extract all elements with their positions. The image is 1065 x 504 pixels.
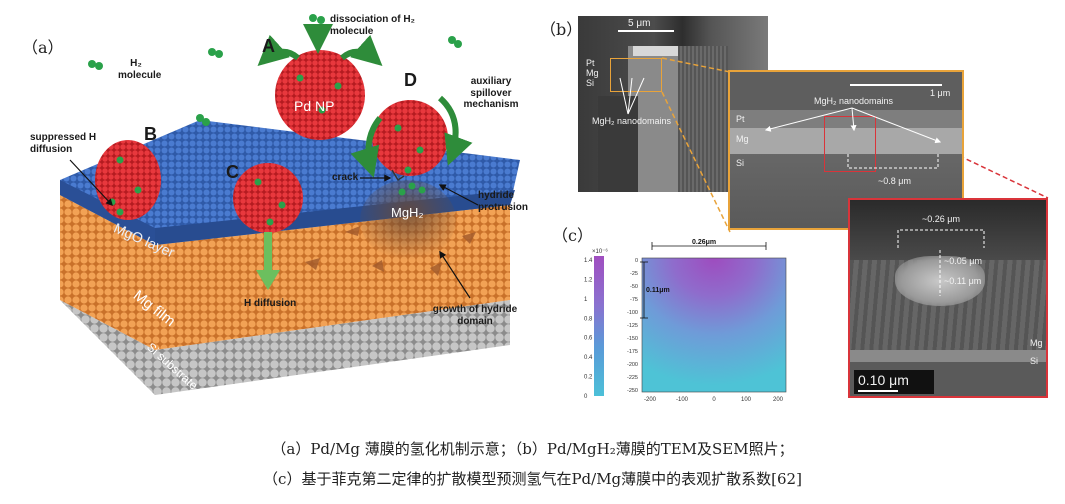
x-tick: 0 <box>712 397 716 403</box>
sem2-si-label: Si <box>736 158 745 168</box>
y-axis-ticks: 0 -25 -50 -75 -100 -125 -150 -175 -200 -225 -250 <box>627 258 638 394</box>
h2-molecule-label: H₂ molecule <box>118 58 162 81</box>
tem-si-label: Si <box>1030 356 1039 366</box>
depth-annotation: 0.11μm <box>646 287 670 294</box>
h-diffusion-arrow <box>256 232 280 290</box>
growth-label: growth of hydride domain <box>432 304 518 327</box>
label-b: B <box>144 124 157 144</box>
y-tick: -250 <box>627 388 638 394</box>
x-tick: 100 <box>741 397 752 403</box>
y-tick: -200 <box>627 362 638 368</box>
sem1-zoom-box <box>610 58 662 92</box>
label-a: A <box>262 36 275 56</box>
pd-np-label: Pd NP <box>294 98 335 114</box>
mgo-left-edge <box>60 180 155 245</box>
y-tick: -175 <box>627 349 638 355</box>
y-tick: -225 <box>627 375 638 381</box>
colorbar-tick: 1.2 <box>584 277 593 283</box>
pd-nanoparticle-c <box>233 163 303 233</box>
crack-label: crack <box>332 172 359 183</box>
tem-width-label: ~0.26 μm <box>922 214 960 224</box>
colorbar-tick: 0.4 <box>584 355 593 361</box>
tem-image: ~0.26 μm ~0.05 μm ~0.11 μm Mg Si 0.10 μm <box>848 198 1048 398</box>
pd-nanoparticle-d <box>372 100 448 176</box>
diffusion-model-plot: ×10⁻⁶ 1.4 1.2 1 0.8 0.6 0.4 0.2 0 0 -25 -50 -75 -10… <box>584 239 787 403</box>
tem-depth2-label: ~0.11 μm <box>944 276 982 286</box>
sem2-mg-label: Mg <box>736 134 749 144</box>
sem2-width-label: ~0.8 μm <box>878 176 911 186</box>
suppressed-h-diffusion-label: suppressed H diffusion <box>30 132 97 155</box>
y-tick: -125 <box>627 323 638 329</box>
x-tick: -100 <box>676 397 689 403</box>
hydride-protrusion-label: hydride protrusion <box>478 190 528 213</box>
pd-nanoparticle-a <box>275 50 365 140</box>
panel-c-label: （c） <box>552 226 593 245</box>
colorbar-tick: 0.2 <box>584 375 593 381</box>
si-substrate-layer <box>60 300 510 395</box>
panel-a-label: （a） <box>22 38 64 57</box>
tem-scale-label: 0.10 μm <box>858 372 909 388</box>
tem-mg-label: Mg <box>1030 338 1043 348</box>
sem-overview-image: 5 μm Pt Mg Si MgH₂ nanodomains <box>578 16 768 192</box>
y-tick: -100 <box>627 310 638 316</box>
auxiliary-spillover-label: auxiliary spillover mechanism <box>463 76 519 110</box>
colorbar-exponent: ×10⁻⁶ <box>592 248 608 255</box>
colorbar <box>594 256 604 396</box>
dissociation-label: dissociation of H₂ molecule <box>330 14 416 37</box>
sem1-nanodomains-label: MgH₂ nanodomains <box>592 116 672 126</box>
sem1-pt-label: Pt <box>586 58 595 68</box>
colorbar-tick: 0 <box>584 394 588 400</box>
y-tick: -50 <box>630 284 638 290</box>
sem1-si-label: Si <box>586 78 595 88</box>
mgh2-label: MgH₂ <box>391 205 424 220</box>
panel-b-label: （b） <box>540 20 583 39</box>
sem1-scale-label: 5 μm <box>628 18 651 29</box>
diffusion-field <box>642 258 786 392</box>
crack-line <box>391 169 405 182</box>
mg-film-left-face <box>60 195 155 350</box>
colorbar-ticks: 1.4 1.2 1 0.8 0.6 0.4 0.2 0 <box>584 258 593 400</box>
caption-line-1: （a）Pd/Mg 薄膜的氢化机制示意；（b）Pd/MgH₂薄膜的TEM及SEM照… <box>271 440 794 458</box>
sem2-pt-label: Pt <box>736 114 745 124</box>
sem2-zoom-box <box>824 116 876 172</box>
label-c: C <box>226 162 239 182</box>
x-tick: 200 <box>773 397 784 403</box>
colorbar-tick: 0.8 <box>584 316 593 322</box>
tem-depth1-label: ~0.05 μm <box>944 256 982 266</box>
hydride-domain <box>360 180 456 260</box>
y-tick: -75 <box>630 297 638 303</box>
label-d: D <box>404 70 417 90</box>
sem2-scale-label: 1 μm <box>930 88 951 98</box>
sem1-mg-label: Mg <box>586 68 599 78</box>
y-tick: 0 <box>635 258 638 264</box>
y-tick: -25 <box>630 271 638 277</box>
y-tick: -150 <box>627 336 638 342</box>
hydrogenation-mechanism-illustration <box>60 14 520 395</box>
colorbar-tick: 1.4 <box>584 258 593 264</box>
hydride-growth-arrows <box>305 226 476 276</box>
colorbar-tick: 0.6 <box>584 336 593 342</box>
width-annotation: 0.26μm <box>692 239 716 246</box>
caption-line-2: （c）基于菲克第二定律的扩散模型预测氢气在Pd/Mg薄膜中的表观扩散系数[62] <box>263 470 802 488</box>
colorbar-tick: 1 <box>584 297 588 303</box>
hydrogen-atoms <box>88 14 462 226</box>
x-axis-ticks: -200 -100 0 100 200 <box>644 397 784 403</box>
x-tick: -200 <box>644 397 657 403</box>
h-diffusion-label: H diffusion <box>244 298 297 309</box>
sem2-nanodomains-label: MgH₂ nanodomains <box>814 96 894 106</box>
